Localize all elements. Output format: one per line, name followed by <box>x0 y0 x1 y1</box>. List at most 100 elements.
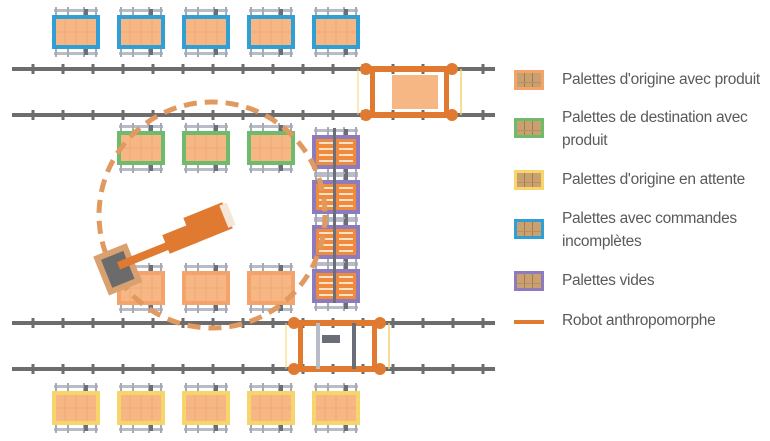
rail-tie <box>481 110 485 120</box>
rail-tie <box>481 64 485 74</box>
rail-tie <box>271 364 275 374</box>
robot-line-icon <box>514 320 544 324</box>
rail-tie <box>181 318 185 328</box>
destination-pallet-swatch-icon <box>514 118 544 138</box>
rail-tie <box>331 64 335 74</box>
pallet-slat <box>319 187 335 189</box>
pallet-frame-bar <box>184 265 228 268</box>
robot-base-plate <box>219 202 236 228</box>
pallet-frame-bar <box>184 52 228 55</box>
pallet-slat <box>339 142 353 144</box>
shuttle <box>357 63 462 121</box>
robot-base <box>183 202 233 244</box>
robot-reach-circle <box>96 99 328 331</box>
rail-tie <box>121 110 125 120</box>
pallet-frame-bar <box>119 308 163 311</box>
pallet-frame-bar <box>184 308 228 311</box>
pallet-slat <box>319 193 335 195</box>
waiting-pallet <box>247 383 295 433</box>
shuttle-wheel <box>374 363 386 375</box>
rail-tie <box>211 364 215 374</box>
rail-tie <box>481 318 485 328</box>
pallet-frame-bar <box>54 385 98 388</box>
waiting-pallet-swatch-icon <box>514 170 544 190</box>
shuttle-wheel <box>288 363 300 375</box>
rail-tie <box>91 364 95 374</box>
pallet-frame-bar <box>249 52 293 55</box>
pallet-slat <box>339 199 353 201</box>
empty-pallet-swatch-icon <box>514 271 544 291</box>
pallet-frame-bar <box>249 168 293 171</box>
pallet-frame-bar <box>119 52 163 55</box>
pallet-slat <box>339 187 353 189</box>
pallet-frame-bar <box>184 125 228 128</box>
pallet-frame-bar <box>119 9 163 12</box>
rail-tie <box>481 364 485 374</box>
warehouse-diagram <box>12 7 495 433</box>
incomplete-pallet <box>312 7 360 57</box>
rail-tie <box>421 364 425 374</box>
shuttle-beam <box>362 112 457 118</box>
shuttle-wheel <box>360 63 372 75</box>
legend-label: Palettes d'origine en attente <box>562 171 745 188</box>
rail-tie <box>121 364 125 374</box>
rail-tie <box>301 64 305 74</box>
pallet-slat <box>339 276 353 278</box>
shuttle-wheel <box>288 317 300 329</box>
rail-tie <box>271 110 275 120</box>
rail-tie <box>241 110 245 120</box>
rail-tie <box>391 364 395 374</box>
pallet-slat <box>319 148 335 150</box>
rail-tie <box>451 364 455 374</box>
robot-forearm <box>117 239 176 270</box>
rail-tie <box>391 318 395 328</box>
rail-tie <box>91 64 95 74</box>
shuttle-beam <box>290 366 385 372</box>
pallet-slat <box>319 232 335 234</box>
pallet-frame-bar <box>314 9 358 12</box>
destination-pallet <box>247 123 295 173</box>
pallet-frame-bar <box>249 125 293 128</box>
waiting-pallet <box>312 383 360 433</box>
rail-tie <box>151 364 155 374</box>
pallet-slat <box>319 294 335 296</box>
pallet-frame-bar <box>184 385 228 388</box>
rail-tie <box>331 110 335 120</box>
waiting-pallet <box>52 383 100 433</box>
rail-tie <box>241 64 245 74</box>
pallet-frame-bar <box>119 168 163 171</box>
shuttle-wheel <box>360 109 372 121</box>
pallet-slat <box>339 205 353 207</box>
rail-tie <box>91 110 95 120</box>
rail-tie <box>31 110 35 120</box>
pallet-slat <box>339 160 353 162</box>
shuttle-wheel <box>446 63 458 75</box>
destination-pallet <box>117 123 165 173</box>
rail-tie <box>241 364 245 374</box>
pallet-frame-bar <box>314 52 358 55</box>
pallet-slat <box>319 282 335 284</box>
rail-tie <box>31 318 35 328</box>
pallet-slat <box>339 238 353 240</box>
rail-tie <box>121 318 125 328</box>
rail-tie <box>91 318 95 328</box>
waiting-pallet <box>117 383 165 433</box>
pallet-frame-bar <box>249 9 293 12</box>
pallet-frame-bar <box>249 428 293 431</box>
shuttle-wheel <box>374 317 386 329</box>
pallet-slat <box>319 238 335 240</box>
pallet-frame-bar <box>314 428 358 431</box>
rail-tie <box>211 110 215 120</box>
rail-tie <box>271 318 275 328</box>
pallet-slat <box>319 160 335 162</box>
robot-elbow <box>162 223 198 254</box>
pallet-slat <box>339 232 353 234</box>
pallet-slat <box>319 288 335 290</box>
rail-tie <box>31 364 35 374</box>
shuttle-side <box>370 69 375 115</box>
pallet-slat <box>319 250 335 252</box>
pallet-frame-bar <box>54 9 98 12</box>
legend-label: Palettes d'origine avec produit <box>562 71 760 88</box>
destination-pallet <box>182 123 230 173</box>
incomplete-pallet-swatch-icon <box>514 219 544 239</box>
